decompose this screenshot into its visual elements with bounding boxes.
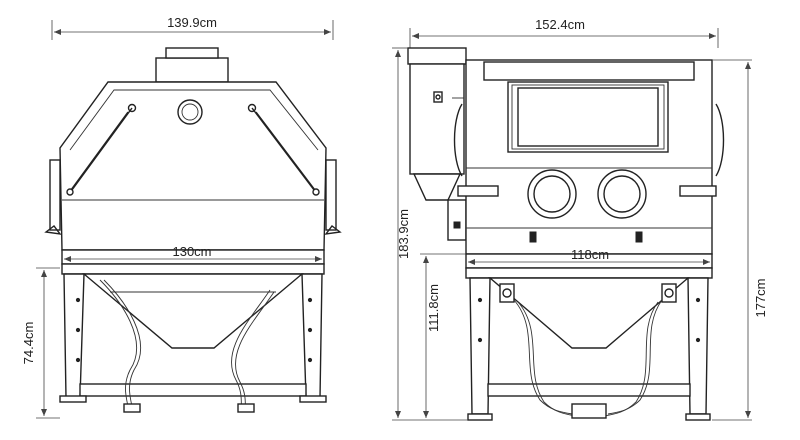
side-control-switch [453, 221, 461, 229]
side-right-latch [635, 231, 643, 243]
side-foot-pedal [571, 403, 607, 419]
front-left-gas-strut [66, 103, 137, 196]
side-left-bracket [457, 185, 499, 197]
side-cabinet-width-label: 118cm [571, 247, 609, 262]
front-overall-width-label: 139.9cm [167, 15, 217, 30]
front-left-clamp [44, 225, 62, 235]
front-cabinet-lid-edge [69, 89, 319, 151]
side-control-box [447, 199, 467, 241]
front-port-outer [177, 99, 203, 125]
side-overall-height-label: 183.9cm [396, 209, 411, 259]
front-stand-height-dimension: 74.4cm [21, 267, 60, 419]
front-right-gas-strut [247, 103, 320, 196]
side-viewing-window-glass [517, 87, 659, 147]
side-left-latch [529, 231, 537, 243]
front-top-duct [155, 57, 229, 83]
front-hoses [99, 279, 275, 413]
side-overall-width-label: 152.4cm [535, 17, 585, 32]
front-top-duct-cap [165, 47, 219, 59]
side-view: 152.4cm [392, 17, 768, 421]
side-stand [465, 267, 713, 421]
side-dust-collector [407, 47, 467, 201]
front-right-flange [325, 159, 337, 231]
front-lower-crossbar [79, 383, 307, 397]
side-cabinet-width-dimension: 118cm [468, 247, 710, 265]
side-right-bracket [679, 185, 717, 197]
side-cabinet [453, 59, 725, 255]
front-overall-width-dimension: 139.9cm [51, 15, 334, 40]
side-overall-height-dimension: 183.9cm [392, 47, 468, 421]
side-frame-height-dimension: 177cm [712, 59, 768, 421]
side-hoses [513, 299, 663, 419]
front-stand [59, 263, 327, 403]
front-right-pedal [237, 403, 255, 413]
side-right-handle [715, 103, 725, 177]
front-cabinet-width-dimension: 130cm [64, 244, 322, 262]
front-right-leg [301, 273, 323, 399]
side-frame-height-label: 177cm [753, 278, 768, 317]
front-left-leg [63, 273, 85, 399]
front-view: 139.9cm [21, 15, 342, 419]
side-overall-width-dimension: 152.4cm [409, 17, 719, 48]
front-cabinet-width-label: 130cm [172, 244, 211, 259]
side-stand-height-dimension: 111.8cm [420, 253, 466, 418]
front-left-flange [49, 159, 61, 231]
side-hopper [488, 277, 690, 349]
side-cabinet-top [483, 61, 695, 81]
side-lower-crossbar [487, 383, 691, 397]
front-left-pedal [123, 403, 141, 413]
front-stand-height-label: 74.4cm [21, 322, 36, 365]
front-hopper [82, 273, 304, 349]
front-port-inner [181, 103, 199, 121]
front-right-clamp [324, 225, 342, 235]
side-left-handle [453, 103, 463, 177]
side-stand-height-label: 111.8cm [426, 284, 441, 332]
